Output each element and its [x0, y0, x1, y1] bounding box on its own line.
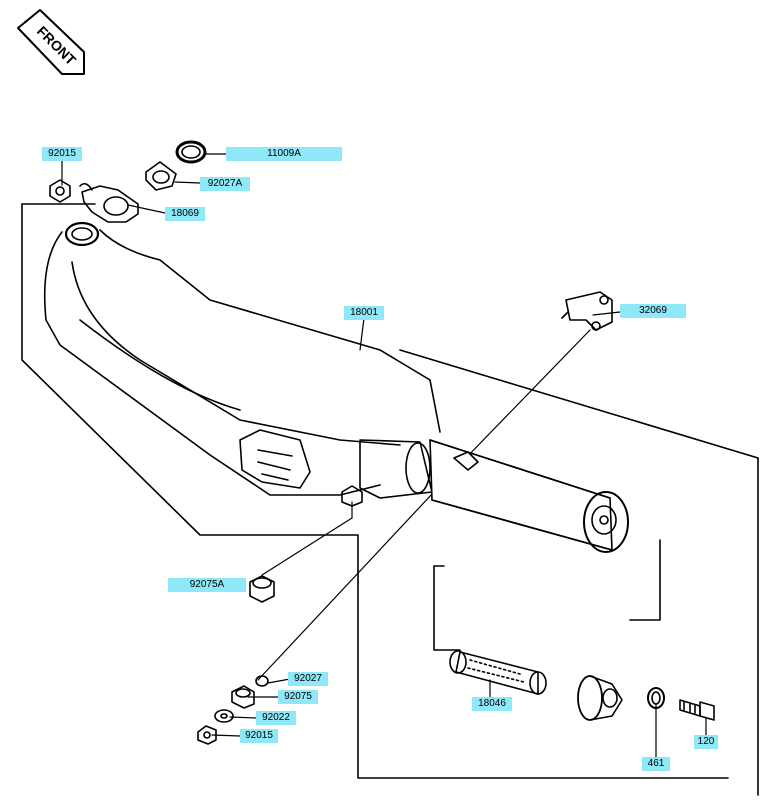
part-label-11009A: 11009A — [226, 147, 342, 161]
ring-461 — [647, 687, 665, 709]
hardware-92027 — [255, 675, 269, 687]
part-label-92027A: 92027A — [200, 177, 250, 191]
part-label-120: 120 — [694, 735, 718, 749]
nut-92015-top — [49, 179, 71, 203]
end-cap — [577, 675, 623, 721]
part-label-92027: 92027 — [288, 672, 328, 686]
hardware-92022 — [214, 709, 234, 723]
front-arrow-icon — [17, 9, 85, 75]
part-label-92015-top: 92015 — [42, 147, 82, 161]
part-label-18069: 18069 — [165, 207, 205, 221]
flange-18069 — [79, 182, 139, 223]
part-label-92075: 92075 — [278, 690, 318, 704]
part-label-32069: 32069 — [620, 304, 686, 318]
leader-lines — [61, 153, 707, 758]
hardware-92075 — [231, 685, 255, 709]
collar-92027A — [145, 161, 177, 191]
part-label-92022: 92022 — [256, 711, 296, 725]
rubber-92075A — [249, 575, 275, 603]
part-label-18001: 18001 — [344, 306, 384, 320]
gasket-11009A — [175, 140, 207, 164]
bolt-120 — [679, 699, 715, 721]
part-label-461: 461 — [642, 757, 670, 771]
hardware-92015-bottom — [197, 725, 217, 745]
part-label-18046: 18046 — [472, 697, 512, 711]
assembly-outline — [21, 203, 759, 796]
part-label-92015-bottom: 92015 — [240, 729, 278, 743]
part-label-92075A: 92075A — [168, 578, 246, 592]
bracket-mount — [341, 485, 363, 507]
bracket-32069 — [561, 291, 613, 331]
packing-tube-18046 — [449, 650, 547, 695]
exhaust-pipe-18001 — [43, 221, 629, 553]
